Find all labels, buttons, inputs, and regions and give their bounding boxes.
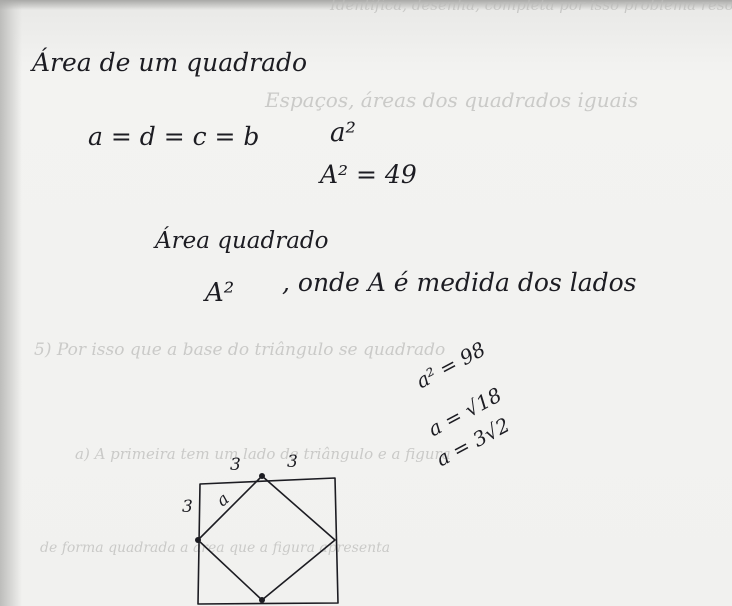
equality-sides: a = d = c = b <box>88 122 260 151</box>
vertex-dot-left <box>195 537 201 543</box>
figure-label-left: 3 <box>182 497 193 517</box>
bleed-text-header: Identifica, desenha, completa por isso p… <box>330 0 732 14</box>
vertex-dot-bottom <box>259 597 265 603</box>
page-edge-shadow <box>0 0 22 606</box>
area-formula-text: , onde A é medida dos lados <box>282 268 637 297</box>
area-label: Área quadrado <box>155 228 329 254</box>
a-squared: a² <box>330 118 356 148</box>
vertex-dot-top <box>259 473 265 479</box>
figure-label-top-left: 3 <box>230 455 241 475</box>
bleed-text-line-1: Espaços, áreas dos quadrados iguais <box>265 88 639 112</box>
bleed-text-line-3: a) A primeira tem um lado de triângulo e… <box>75 445 451 463</box>
title-area-square: Área de um quadrado <box>32 48 308 77</box>
bleed-text-line-4: de forma quadrada a área que a figura ap… <box>40 540 391 556</box>
A-squared-equals-49: A² = 49 <box>320 160 417 189</box>
figure-label-top-right: 3 <box>287 452 298 472</box>
bleed-text-line-2: 5) Por isso que a base do triângulo se q… <box>34 340 446 360</box>
page-top-edge <box>0 0 732 10</box>
area-formula-symbol: A² <box>205 278 235 308</box>
outer-square <box>197 477 339 605</box>
